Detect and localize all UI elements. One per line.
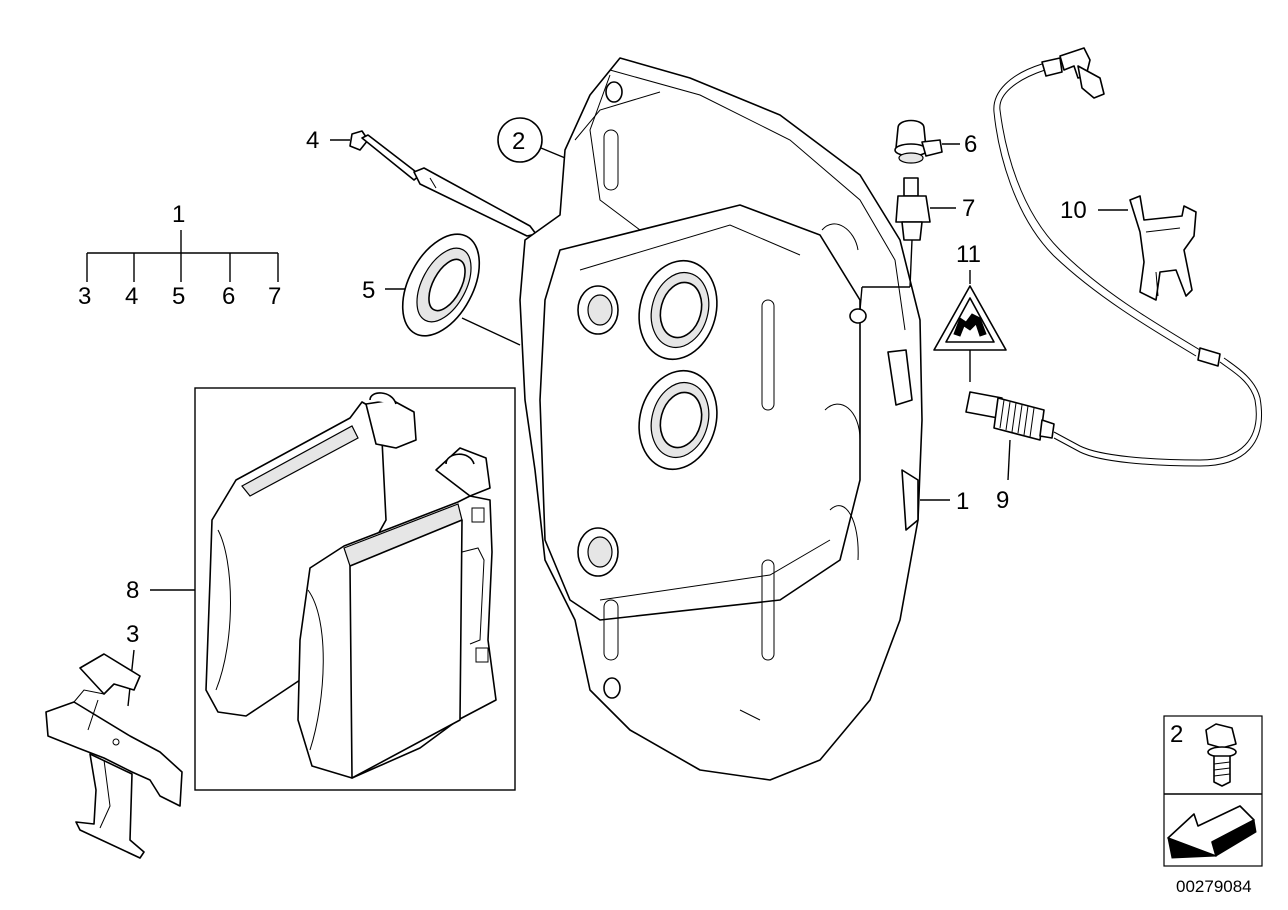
document-number: 00279084 — [1176, 877, 1252, 896]
seal-ring: 5 — [362, 233, 521, 346]
callout-10: 10 — [1060, 197, 1087, 224]
brake-pad-set: 8 — [126, 387, 516, 791]
callout-3-tree: 3 — [78, 283, 91, 310]
callout-2-circle-group: 2 — [497, 117, 571, 163]
callout-1-right-group: 1 — [920, 488, 969, 515]
bleeder-valve: 7 — [859, 177, 975, 311]
callout-5: 5 — [362, 277, 375, 304]
callout-2-bolt: 2 — [1170, 721, 1183, 748]
bleeder-dust-cap: 6 — [894, 119, 977, 164]
callout-7: 7 — [962, 195, 975, 222]
pad-retaining-clip: 3 — [45, 621, 183, 859]
brake-wear-sensor: 9 — [965, 47, 1262, 514]
callout-7-tree: 7 — [268, 283, 281, 310]
warning-label: 11 — [933, 241, 1007, 382]
guide-pin: 4 — [306, 127, 561, 251]
callout-2-circled: 2 — [512, 128, 525, 155]
callout-1-right: 1 — [956, 488, 969, 515]
callout-4: 4 — [306, 127, 319, 154]
callout-9: 9 — [996, 487, 1009, 514]
callout-6-tree: 6 — [222, 283, 235, 310]
callout-11: 11 — [956, 241, 981, 268]
callout-4-tree: 4 — [125, 283, 138, 310]
assembly-tree: 1 3 4 5 6 7 — [78, 201, 281, 310]
brake-caliper-housing — [519, 57, 923, 781]
callout-5-tree: 5 — [172, 283, 185, 310]
direction-arrow-icon — [1167, 805, 1257, 859]
sensor-cable-bracket: 10 — [1060, 195, 1197, 301]
callout-8: 8 — [126, 577, 139, 604]
callout-6: 6 — [964, 131, 977, 158]
callout-1-top: 1 — [172, 201, 185, 228]
callout-3-clip: 3 — [126, 621, 139, 648]
